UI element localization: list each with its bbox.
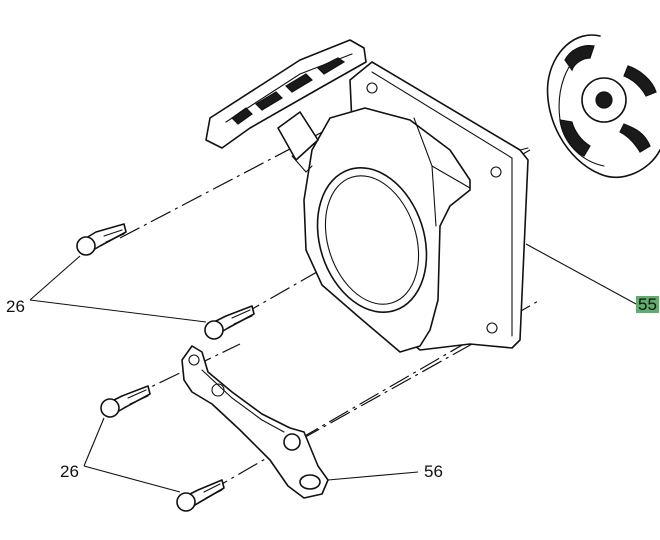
callout-56: 56 bbox=[424, 462, 443, 481]
starter-handle bbox=[205, 39, 367, 173]
callout-26-upper: 26 bbox=[6, 297, 25, 316]
callout-26-lower: 26 bbox=[60, 462, 79, 481]
mounting-bracket bbox=[181, 345, 329, 499]
callout-55: 55 bbox=[636, 295, 659, 314]
starter-housing bbox=[303, 61, 529, 353]
screw-bottom bbox=[176, 479, 225, 512]
screw-lower bbox=[100, 385, 151, 418]
callout-leaders bbox=[29, 243, 637, 493]
starter-pulley bbox=[546, 34, 660, 179]
screw-upper bbox=[76, 223, 127, 256]
screw-mid bbox=[204, 305, 255, 340]
